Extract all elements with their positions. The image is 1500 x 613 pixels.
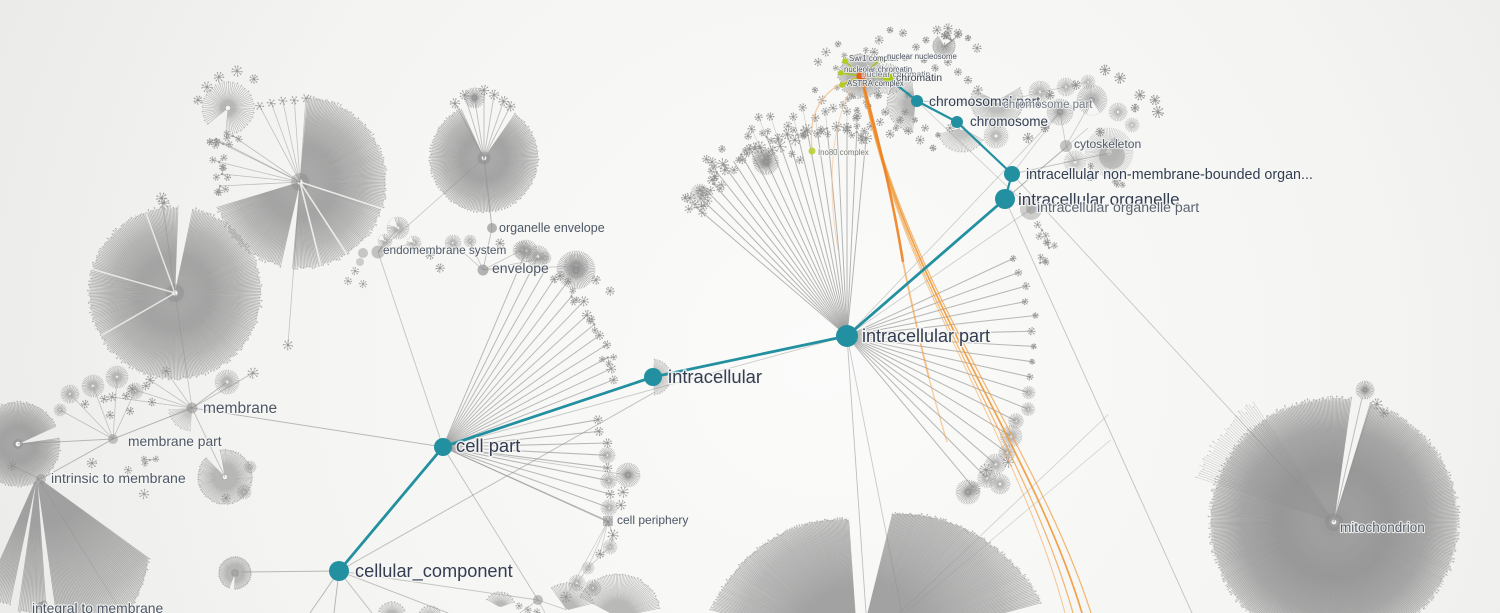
svg-text:intracellular organelle: intracellular organelle xyxy=(1018,190,1180,209)
svg-text:chromosomal part: chromosomal part xyxy=(929,93,1040,109)
svg-text:cytoskeleton: cytoskeleton xyxy=(1074,137,1141,151)
svg-text:organelle envelope: organelle envelope xyxy=(499,221,605,235)
svg-text:envelope: envelope xyxy=(492,260,549,276)
svg-text:nuclear chromatin: nuclear chromatin xyxy=(862,69,931,79)
svg-text:integral to membrane: integral to membrane xyxy=(32,600,164,613)
svg-text:chromosome: chromosome xyxy=(970,114,1048,129)
svg-text:cellular_component: cellular_component xyxy=(355,561,513,582)
svg-text:nuclear nucleosome: nuclear nucleosome xyxy=(887,52,957,61)
svg-text:intrinsic to membrane: intrinsic to membrane xyxy=(51,470,186,486)
svg-text:membrane: membrane xyxy=(203,400,277,417)
svg-text:intracellular non-membrane-bou: intracellular non-membrane-bounded organ… xyxy=(1026,167,1313,183)
svg-text:endomembrane system: endomembrane system xyxy=(383,243,506,257)
svg-text:intracellular organelle part: intracellular organelle part xyxy=(1037,199,1199,215)
svg-text:cell part: cell part xyxy=(456,435,520,456)
svg-text:chromosome part: chromosome part xyxy=(1003,99,1093,111)
svg-text:ASTRA complex: ASTRA complex xyxy=(847,79,904,88)
svg-text:membrane part: membrane part xyxy=(128,434,222,449)
svg-text:mitochondrion: mitochondrion xyxy=(1340,520,1425,535)
svg-text:intracellular part: intracellular part xyxy=(862,326,990,346)
svg-text:Swr1 complex: Swr1 complex xyxy=(849,54,898,63)
svg-text:nucleolar chromatin: nucleolar chromatin xyxy=(844,65,912,74)
svg-text:cell periphery: cell periphery xyxy=(617,513,688,527)
svg-text:Ino80 complex: Ino80 complex xyxy=(818,148,869,157)
svg-text:intracellular: intracellular xyxy=(668,366,762,387)
svg-text:chromatin: chromatin xyxy=(896,72,942,84)
